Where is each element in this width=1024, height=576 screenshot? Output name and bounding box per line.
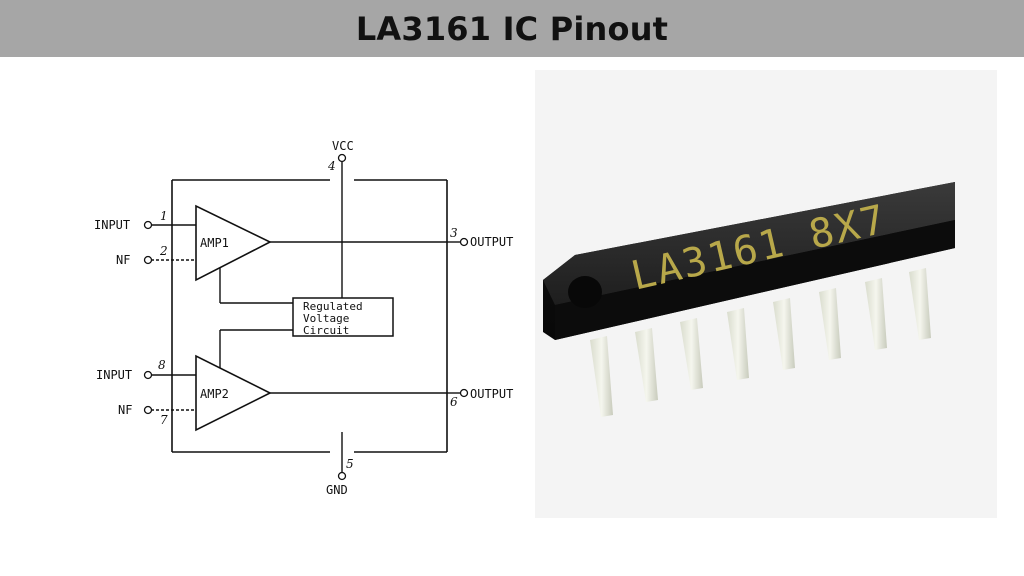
ic-pin: [909, 268, 931, 340]
ic-pin: [865, 278, 887, 350]
pin-3-number: 3: [450, 226, 458, 240]
amp1-triangle: [195, 204, 272, 282]
ic-pin: [819, 288, 841, 360]
amp2-triangle: [195, 354, 272, 432]
pin-1-label: INPUT: [94, 218, 130, 232]
gnd-pin-terminal: [337, 471, 347, 481]
page-title: LA3161 IC Pinout: [355, 9, 669, 48]
amp2-label: AMP2: [200, 387, 229, 401]
pin-7-label: NF: [118, 403, 132, 417]
pin-4-number: 4: [327, 159, 336, 173]
pin-6-label: OUTPUT: [470, 387, 513, 401]
ic-body-top: [543, 182, 955, 305]
pin-1-number: 1: [160, 209, 168, 223]
pin-1-terminal: [143, 220, 153, 230]
vcc-pin-terminal: [337, 153, 347, 163]
pin-6-terminal: [459, 388, 469, 398]
ic-pins: [590, 268, 931, 417]
pin-6-number: 6: [450, 395, 458, 409]
regulator-line-2: Voltage: [303, 312, 349, 325]
pin-8-number: 8: [158, 358, 166, 372]
ic-photo: LA3161 8X7: [535, 70, 997, 518]
pinout-diagram: VCC 4 5 GND AMP1 AMP2 Regulated Voltage …: [80, 120, 550, 520]
pin-2-label: NF: [116, 253, 130, 267]
pin-8-terminal: [143, 370, 153, 380]
ic-pin: [727, 308, 749, 380]
ic-photo-svg: LA3161 8X7: [543, 182, 955, 417]
internal-wiring: [219, 241, 447, 394]
gnd-label: GND: [326, 483, 348, 497]
pin-5-number: 5: [346, 457, 354, 471]
block-diagram-svg: VCC 4 5 GND AMP1 AMP2 Regulated Voltage …: [94, 139, 513, 497]
ic-body-edge: [555, 220, 955, 340]
regulator-box: [292, 297, 394, 337]
pin-3-label: OUTPUT: [470, 235, 513, 249]
pin-8-label: INPUT: [96, 368, 132, 382]
pin-1-dot: [568, 276, 602, 308]
pin-2-terminal: [143, 255, 153, 265]
amp1-label: AMP1: [200, 236, 229, 250]
ic-pin: [680, 318, 703, 390]
vcc-label: VCC: [332, 139, 354, 153]
ic-pin: [590, 336, 613, 417]
title-bar: LA3161 IC Pinout: [0, 0, 1024, 57]
pin-7-terminal: [143, 405, 153, 415]
ic-pin: [773, 298, 795, 370]
pin-2-number: 2: [159, 244, 168, 258]
ic-pin: [635, 328, 658, 402]
regulator-line-1: Regulated: [303, 300, 363, 313]
regulator-line-3: Circuit: [303, 324, 349, 337]
pin-7-number: 7: [160, 413, 168, 427]
pin-3-terminal: [459, 237, 469, 247]
